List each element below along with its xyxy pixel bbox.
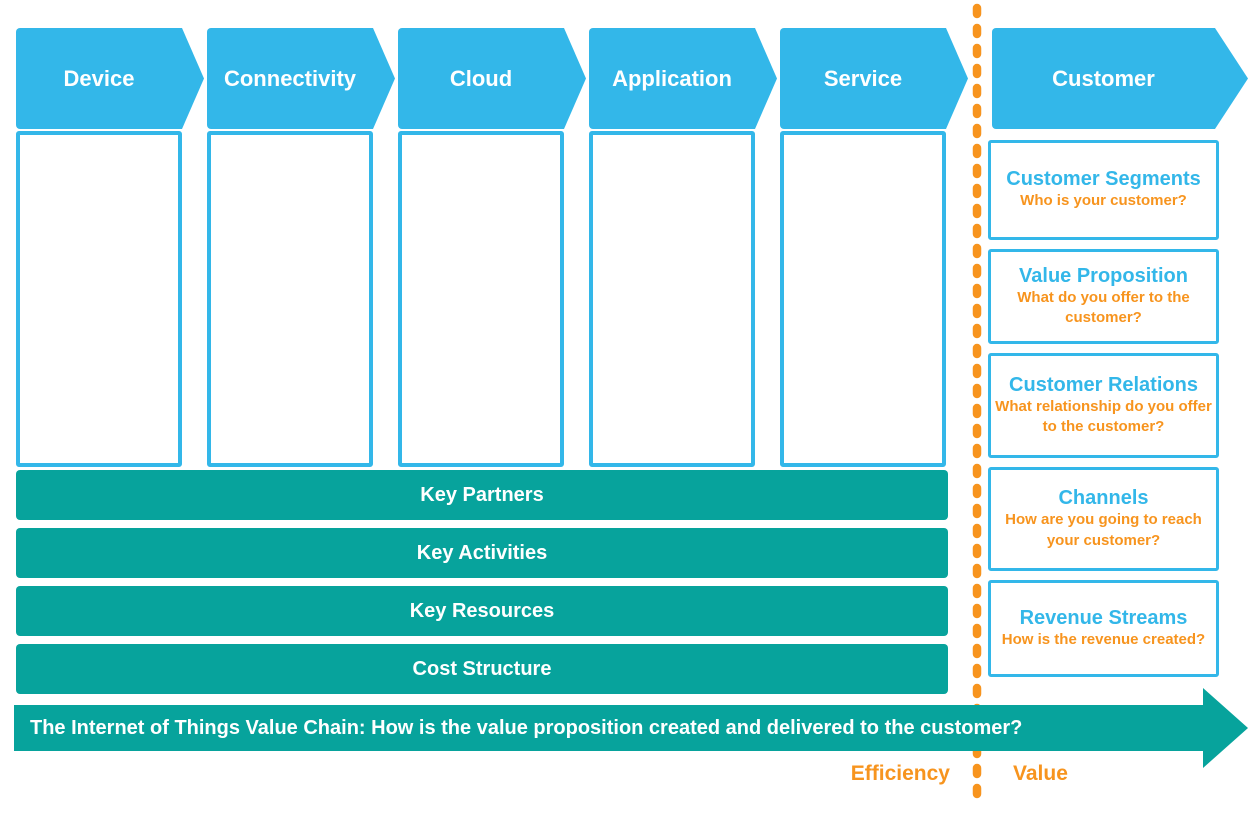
stage-box-application [589,131,755,467]
stage-box-service [780,131,946,467]
efficiency-label: Efficiency [850,762,950,785]
customer-box-title: Value Proposition [1019,264,1188,287]
stage-header-device: Device [16,28,204,129]
customer-box-subtitle: Who is your customer? [1020,192,1187,210]
customer-box-value-proposition: Value Proposition What do you offer to t… [988,249,1219,344]
customer-box-subtitle: What relationship do you offer to the cu… [995,397,1212,435]
bar-key-activities: Key Activities [16,528,948,578]
stage-label-cloud: Cloud [449,65,513,91]
value-label: Value [1013,762,1068,785]
stage-column-service: Service [780,28,968,467]
customer-boxes: Customer Segments Who is your customer? … [988,140,1219,677]
bar-key-resources: Key Resources [16,586,948,636]
customer-box-segments: Customer Segments Who is your customer? [988,140,1219,240]
bottom-arrow-label: The Internet of Things Value Chain: How … [30,716,1023,739]
customer-box-subtitle: How are you going to reach your customer… [1005,511,1202,549]
stage-header-cloud: Cloud [398,28,586,129]
customer-box-revenue-streams: Revenue Streams How is the revenue creat… [988,580,1219,677]
bar-label-key-partners: Key Partners [420,483,544,506]
stage-label-device: Device [63,65,135,91]
stage-box-connectivity [207,131,373,467]
stage-header-connectivity: Connectivity [207,28,395,129]
customer-box-subtitle: How is the revenue created? [1001,630,1206,648]
stage-column-cloud: Cloud [398,28,586,467]
bar-label-key-resources: Key Resources [409,599,555,622]
customer-header-label: Customer [1052,65,1155,91]
customer-box-title: Customer Relations [1009,373,1198,396]
customer-box-title: Customer Segments [1006,168,1201,191]
customer-header-arrow: Customer [992,28,1248,129]
stage-column-device: Device [16,28,204,467]
customer-box-subtitle: What do you offer to the customer? [1017,288,1190,326]
key-bars: Key Partners Key Activities Key Resource… [16,470,948,702]
stage-box-cloud [398,131,564,467]
stage-label-application: Application [612,65,732,91]
bar-label-key-activities: Key Activities [416,541,548,564]
stage-label-service: Service [823,65,903,91]
customer-box-relations: Customer Relations What relationship do … [988,353,1219,458]
value-chain-stages: Device Connectivity Cloud Application Se… [16,28,968,467]
customer-box-title: Channels [1058,487,1149,510]
stage-header-application: Application [589,28,777,129]
stage-header-service: Service [780,28,968,129]
bar-cost-structure: Cost Structure [16,644,948,694]
customer-box-channels: Channels How are you going to reach your… [988,467,1219,571]
bar-label-cost-structure: Cost Structure [412,657,552,680]
bar-key-partners: Key Partners [16,470,948,520]
stage-label-connectivity: Connectivity [223,65,357,91]
stage-box-device [16,131,182,467]
stage-column-application: Application [589,28,777,467]
customer-box-title: Revenue Streams [1019,606,1188,629]
stage-column-connectivity: Connectivity [207,28,395,467]
